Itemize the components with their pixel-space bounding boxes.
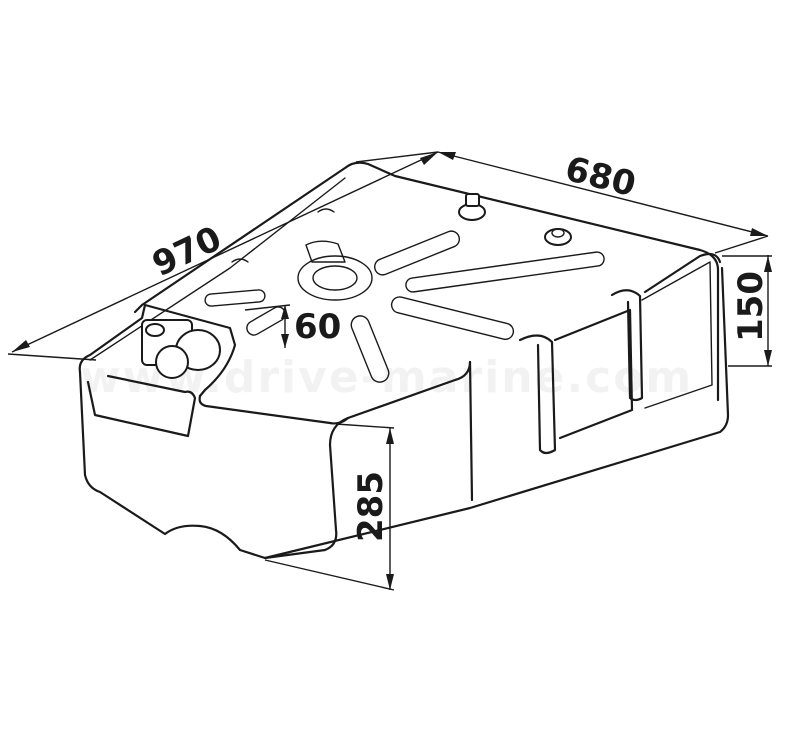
dim-offset-arrow-bottom (281, 334, 289, 348)
edge-notches (231, 208, 335, 263)
dimension-width: 680 (437, 149, 769, 254)
dim-width-arrow-left (438, 152, 456, 160)
dimension-length: 970 (7, 151, 439, 361)
filler-ring-outer (297, 255, 373, 301)
dim-front-height-ext-bottom (264, 559, 395, 591)
front-handle (78, 303, 237, 438)
dim-rear-height-arrow-top (764, 256, 772, 272)
dim-length-line (11, 151, 439, 353)
dim-width-arrow-right (750, 228, 768, 236)
dim-front-height-arrow-top (386, 428, 394, 444)
outlet-fitting (141, 319, 221, 379)
top-front-rim (198, 394, 350, 425)
dim-offset-label: 60 (294, 307, 341, 347)
dim-length-ext-left (7, 353, 97, 361)
dimension-filler-offset: 60 (244, 304, 341, 348)
slot-3 (390, 296, 515, 341)
filler-ring-inner (312, 265, 358, 291)
dim-width-label: 680 (561, 149, 640, 205)
dim-width-ext-right (714, 235, 769, 254)
outlet-small-port (145, 323, 165, 337)
side-rib-4 (643, 252, 722, 294)
dim-offset-arrow-top (281, 305, 289, 319)
dim-length-ext-right (355, 151, 439, 163)
slot-2 (405, 251, 605, 293)
dim-front-height-ext-top (335, 423, 395, 429)
sender-fitting-top (551, 228, 565, 238)
side-rib-1 (468, 334, 557, 502)
side-rib-2 (553, 308, 634, 440)
left-back-edge (89, 177, 346, 361)
top-features (204, 193, 605, 383)
side-rib-3 (610, 289, 644, 402)
dim-front-height-label: 285 (351, 471, 391, 542)
dim-front-height-arrow-bottom (386, 574, 394, 590)
slot-1 (373, 230, 461, 276)
dim-offset-ext (244, 304, 291, 311)
right-end-rib (641, 261, 713, 409)
tank-bottom-edge (263, 266, 730, 560)
tank-body (78, 161, 730, 560)
outlet-nozzle-tip (155, 345, 189, 379)
dim-length-arrow-right (420, 152, 438, 165)
slot-6 (350, 315, 390, 383)
dimension-front-height: 285 (264, 423, 395, 591)
dim-width-line (437, 151, 769, 237)
dimension-rear-height: 150 (722, 255, 772, 367)
filler-neck (305, 240, 346, 263)
dim-rear-height-label: 150 (731, 271, 771, 342)
dim-rear-height-arrow-bottom (764, 350, 772, 366)
dim-length-arrow-left (12, 340, 30, 352)
tank-top-outline (133, 161, 720, 402)
vent-fitting-1-top (465, 193, 480, 207)
slot-4 (204, 289, 266, 307)
